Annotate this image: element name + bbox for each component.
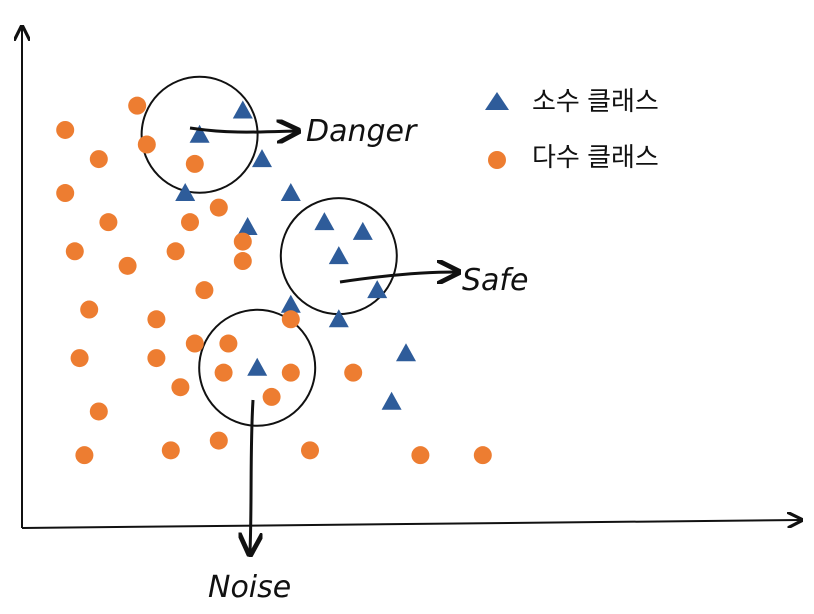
majority-point bbox=[89, 402, 108, 421]
minority-point bbox=[328, 246, 349, 265]
majority-point bbox=[56, 184, 75, 203]
minority-point bbox=[189, 124, 210, 143]
minority-point bbox=[232, 100, 253, 119]
legend: 소수 클래스 다수 클래스 bbox=[485, 86, 659, 172]
majority-point bbox=[281, 363, 300, 382]
majority-point bbox=[118, 256, 137, 275]
safe-arrow bbox=[339, 272, 456, 282]
majority-point bbox=[411, 446, 430, 465]
noise-arrow bbox=[250, 399, 253, 552]
majority-point bbox=[147, 310, 166, 329]
circle-icon bbox=[488, 151, 506, 169]
majority-point bbox=[473, 446, 492, 465]
minority-point bbox=[237, 217, 258, 236]
minority-point bbox=[280, 294, 301, 313]
majority-point bbox=[70, 349, 89, 368]
minority-point bbox=[381, 391, 402, 410]
majority-point bbox=[65, 242, 84, 261]
triangle-icon bbox=[485, 92, 509, 110]
majority-point bbox=[181, 213, 199, 232]
majority-point bbox=[161, 441, 180, 460]
minority-point bbox=[280, 183, 301, 202]
majority-point bbox=[185, 334, 204, 353]
minority-point bbox=[396, 343, 416, 362]
minority-point bbox=[247, 357, 268, 376]
majority-point bbox=[262, 387, 281, 406]
majority-point bbox=[56, 120, 75, 139]
points-group bbox=[56, 96, 492, 465]
majority-point bbox=[75, 446, 94, 465]
majority-point bbox=[195, 281, 214, 300]
minority-point bbox=[328, 309, 349, 328]
majority-point bbox=[344, 363, 363, 382]
majority-point bbox=[171, 378, 190, 397]
region-circle-noise bbox=[198, 308, 317, 427]
danger-label: Danger bbox=[306, 114, 418, 149]
majority-point bbox=[281, 310, 300, 329]
majority-point bbox=[219, 334, 238, 353]
x-axis bbox=[21, 520, 800, 529]
legend-label-majority: 다수 클래스 bbox=[532, 142, 659, 172]
majority-point bbox=[214, 363, 233, 382]
region-circle-danger bbox=[140, 75, 259, 194]
majority-point bbox=[89, 150, 108, 169]
minority-point bbox=[314, 212, 335, 231]
minority-point bbox=[175, 183, 196, 202]
majority-point bbox=[209, 198, 228, 217]
safe-label: Safe bbox=[462, 263, 528, 298]
majority-point bbox=[185, 154, 204, 173]
majority-point bbox=[233, 232, 252, 251]
majority-point bbox=[147, 349, 166, 368]
majority-point bbox=[209, 431, 228, 450]
danger-arrow bbox=[189, 128, 296, 132]
majority-point bbox=[233, 252, 252, 271]
majority-point bbox=[80, 300, 99, 319]
minority-point bbox=[367, 280, 388, 299]
minority-point bbox=[352, 221, 373, 240]
minority-point bbox=[252, 149, 272, 168]
noise-label: Noise bbox=[208, 570, 291, 605]
majority-point bbox=[301, 441, 319, 460]
majority-point bbox=[128, 96, 147, 115]
majority-point bbox=[137, 135, 156, 154]
legend-label-minority: 소수 클래스 bbox=[532, 86, 659, 116]
majority-point bbox=[99, 213, 118, 232]
majority-point bbox=[166, 242, 185, 261]
